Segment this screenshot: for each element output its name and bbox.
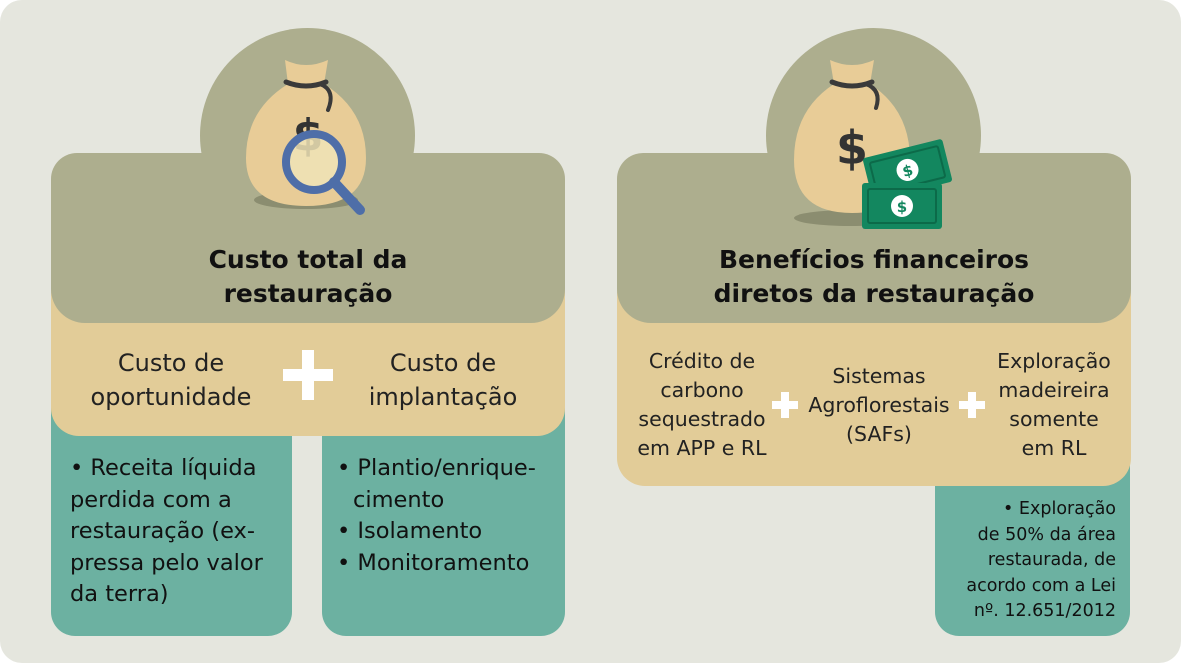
timber-exploitation-line-2: madeireira xyxy=(998,378,1110,402)
left-details-2-line-2: cimento xyxy=(353,486,445,513)
right-details-line-3: restaurada, de xyxy=(987,550,1116,570)
carbon-credit-line-1: Crédito de xyxy=(648,349,756,373)
timber-exploitation-label: Exploração madeireira somente em RL xyxy=(984,347,1124,463)
money-bag-cash-icon: $ $ $ xyxy=(794,60,952,229)
agroforestry-line-2: Agroflorestais xyxy=(808,393,950,417)
left-details-2-line-3: • Isolamento xyxy=(337,518,483,544)
left-details-1-line-2: perdida com a xyxy=(70,486,232,513)
right-title-line2: diretos da restauração xyxy=(713,279,1035,308)
left-details-1-line-1: • Receita líquida xyxy=(70,455,257,481)
agroforestry-label: Sistemas Agroflorestais (SAFs) xyxy=(800,362,958,449)
right-details-line-5: nº. 12.651/2012 xyxy=(973,601,1116,621)
left-details-1-line-3: restauração (ex- xyxy=(70,518,255,544)
left-details-2: • Plantio/enrique- cimento • Isolamento … xyxy=(337,453,536,579)
agroforestry-line-1: Sistemas xyxy=(832,364,926,388)
plus-icon-right-2 xyxy=(959,392,985,418)
right-details: • Exploração de 50% da área restaurada, … xyxy=(942,497,1116,625)
left-details-2-line-1: • Plantio/enrique- xyxy=(337,455,536,481)
right-details-line-1: • Exploração xyxy=(1003,499,1116,519)
plus-icon-left xyxy=(283,350,333,400)
carbon-credit-line-4: em APP e RL xyxy=(637,436,767,460)
implementation-cost-line1: Custo de xyxy=(389,349,497,377)
opportunity-cost-line1: Custo de xyxy=(117,349,225,377)
plus-icon-right-1 xyxy=(772,392,798,418)
left-title: Custo total da restauração xyxy=(51,243,565,311)
timber-exploitation-line-3: somente xyxy=(1009,407,1099,431)
left-title-line1: Custo total da xyxy=(208,245,408,274)
left-details-2-line-4: • Monitoramento xyxy=(337,549,530,576)
opportunity-cost-label: Custo de oportunidade xyxy=(58,346,284,414)
carbon-credit-line-2: carbono xyxy=(660,378,744,402)
money-bag-magnifier-icon: $ xyxy=(246,60,366,215)
implementation-cost-label: Custo de implantação xyxy=(330,346,556,414)
carbon-credit-line-3: sequestrado xyxy=(638,407,766,431)
svg-text:$: $ xyxy=(836,121,868,175)
agroforestry-line-3: (SAFs) xyxy=(846,422,912,446)
right-details-line-4: acordo com a Lei xyxy=(966,575,1116,596)
timber-exploitation-line-1: Exploração xyxy=(997,349,1111,373)
right-title: Benefícios financeiros diretos da restau… xyxy=(617,243,1131,311)
svg-text:$: $ xyxy=(897,198,907,216)
left-title-line2: restauração xyxy=(223,279,393,308)
right-details-line-2: de 50% da área xyxy=(977,524,1116,545)
timber-exploitation-line-4: em RL xyxy=(1021,436,1087,460)
svg-text:$: $ xyxy=(901,161,915,181)
opportunity-cost-line2: oportunidade xyxy=(90,383,252,411)
left-details-1: • Receita líquida perdida com a restaura… xyxy=(70,453,263,611)
carbon-credit-label: Crédito de carbono sequestrado em APP e … xyxy=(624,347,780,463)
right-title-line1: Benefícios financeiros xyxy=(718,245,1030,274)
implementation-cost-line2: implantação xyxy=(368,383,518,411)
left-details-1-line-4: pressa pelo valor xyxy=(70,549,263,576)
left-details-1-line-5: da terra) xyxy=(70,581,169,607)
